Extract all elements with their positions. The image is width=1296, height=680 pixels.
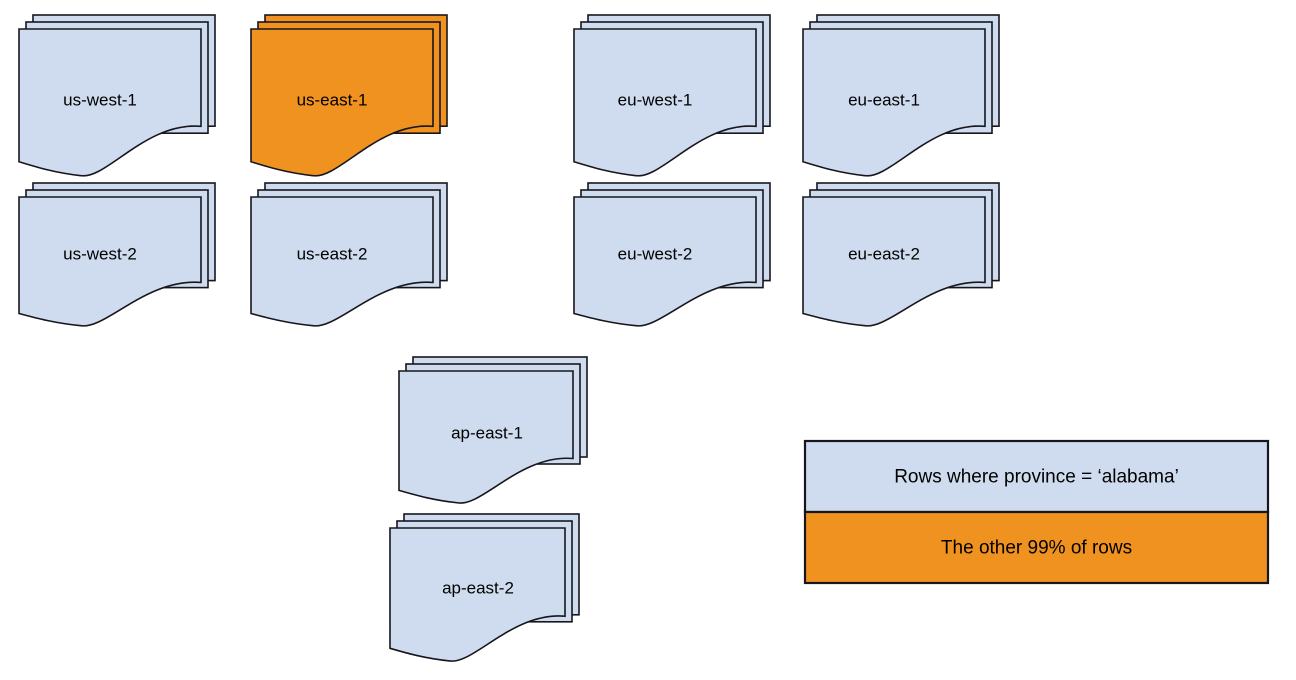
- stack-label-eu-west-1: eu-west-1: [618, 90, 693, 109]
- stack-front-document: [250, 28, 434, 177]
- document-stack-ap-east-2[interactable]: ap-east-2: [389, 513, 580, 662]
- stack-front-document: [18, 196, 202, 327]
- document-stack-us-east-1[interactable]: us-east-1: [250, 14, 448, 177]
- stack-label-eu-west-2: eu-west-2: [618, 244, 693, 263]
- stack-front-document: [802, 196, 986, 327]
- legend-row-blue-swatch: [803, 439, 1270, 514]
- stack-label-us-east-2: us-east-2: [297, 244, 368, 263]
- stack-label-ap-east-2: ap-east-2: [442, 578, 514, 597]
- stack-front-document: [389, 527, 566, 662]
- stack-front-document: [573, 196, 757, 327]
- stack-label-eu-east-2: eu-east-2: [848, 244, 920, 263]
- stack-label-us-west-2: us-west-2: [63, 244, 137, 263]
- legend-row-blue-label: Rows where province = ‘alabama’: [894, 467, 1179, 488]
- stacks-layer: us-west-1 us-east-1 eu-west-1 eu-east-1 us-w…: [18, 14, 1000, 662]
- stack-front-document: [573, 28, 757, 177]
- stack-front-document: [250, 196, 434, 327]
- legend-row-orange-swatch: [803, 510, 1270, 585]
- document-stack-us-west-1[interactable]: us-west-1: [18, 14, 216, 177]
- stack-label-us-west-1: us-west-1: [63, 90, 137, 109]
- document-stack-eu-west-1[interactable]: eu-west-1: [573, 14, 771, 177]
- document-stack-eu-east-1[interactable]: eu-east-1: [802, 14, 1000, 177]
- legend-row-orange-label: The other 99% of rows: [941, 538, 1132, 559]
- legend: Rows where province = ‘alabama’ The other…: [803, 439, 1270, 585]
- stack-label-eu-east-1: eu-east-1: [848, 90, 920, 109]
- stack-label-ap-east-1: ap-east-1: [451, 423, 523, 442]
- stack-front-document: [18, 28, 202, 177]
- document-stack-eu-west-2[interactable]: eu-west-2: [573, 182, 771, 327]
- stack-front-document: [802, 28, 986, 177]
- stack-front-document: [398, 370, 574, 504]
- document-stack-us-west-2[interactable]: us-west-2: [18, 182, 216, 327]
- document-stack-eu-east-2[interactable]: eu-east-2: [802, 182, 1000, 327]
- document-stack-us-east-2[interactable]: us-east-2: [250, 182, 448, 327]
- document-stack-ap-east-1[interactable]: ap-east-1: [398, 356, 588, 504]
- stack-label-us-east-1: us-east-1: [297, 90, 368, 109]
